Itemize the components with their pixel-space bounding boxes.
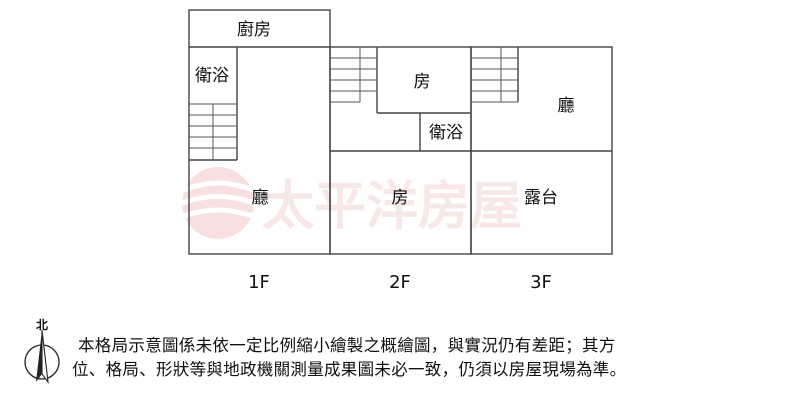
room-kitchen-1f: 廚房 xyxy=(237,19,271,40)
compass-arrow-icon xyxy=(24,329,60,384)
room-bedroom-2f-bottom: 房 xyxy=(392,188,409,208)
disclaimer-line-2: 位、格局、形狀等與地政機關測量成果圖未必一致，仍須以房屋現場為準。 xyxy=(72,360,627,379)
floor-2f: 房 衛浴 房 xyxy=(329,46,472,255)
staircase-1f xyxy=(189,103,237,160)
staircase-2f xyxy=(330,47,377,103)
floor-label-1f: 1F xyxy=(248,272,270,293)
floor-3f: 廳 露台 xyxy=(470,46,613,255)
room-living-3f: 廳 xyxy=(558,96,575,116)
floor-label-3f: 3F xyxy=(530,272,552,293)
staircase-3f xyxy=(471,47,518,103)
disclaimer: 北 本格局示意圖係未依一定比例縮小繪製之概繪圖，與實況仍有差距；其方 位、格局、… xyxy=(22,316,792,394)
watermark-logo-icon xyxy=(181,167,255,239)
room-terrace-3f: 露台 xyxy=(524,188,558,208)
disclaimer-line-1: 本格局示意圖係未依一定比例縮小繪製之概繪圖，與實況仍有差距；其方 xyxy=(78,336,616,355)
watermark-text: 太平洋房屋 xyxy=(262,176,522,237)
watermark: 太平洋房屋 xyxy=(181,167,522,239)
floor-1f: 廚房 衛浴 廳 xyxy=(188,9,331,255)
compass: 北 xyxy=(22,316,78,390)
room-bath-2f: 衛浴 xyxy=(429,123,463,143)
room-bedroom-2f-top: 房 xyxy=(414,72,431,92)
compass-north-label: 北 xyxy=(36,318,49,332)
floor-label-2f: 2F xyxy=(389,272,411,293)
room-living-1f: 廳 xyxy=(252,188,269,208)
floor-plan: 太平洋房屋 廚房 衛浴 廳 房 xyxy=(181,9,613,293)
room-bath-1f: 衛浴 xyxy=(195,66,229,86)
